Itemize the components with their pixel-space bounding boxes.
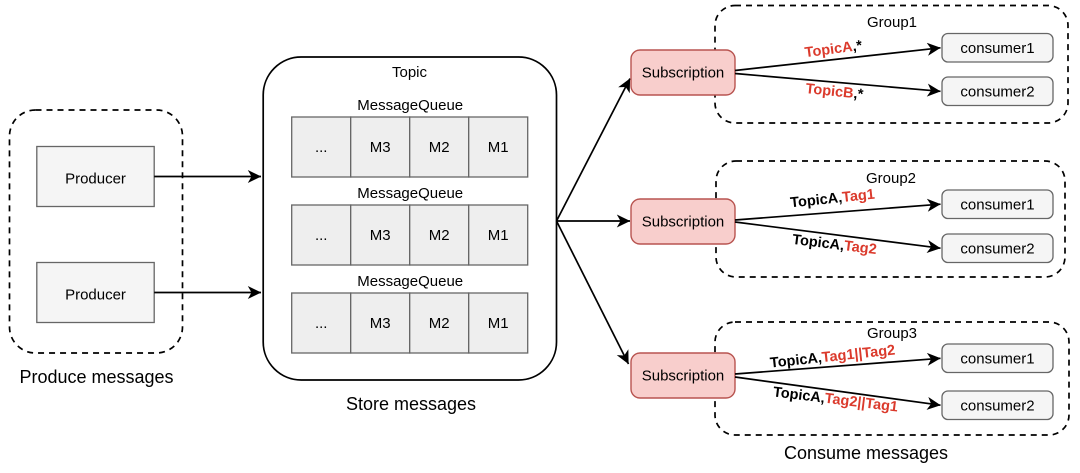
svg-text:TopicA,Tag1: TopicA,Tag1 bbox=[790, 187, 876, 212]
svg-text:...: ... bbox=[315, 139, 328, 156]
svg-text:M3: M3 bbox=[370, 227, 391, 244]
svg-text:M1: M1 bbox=[488, 139, 509, 156]
svg-text:M2: M2 bbox=[429, 227, 450, 244]
svg-text:consumer2: consumer2 bbox=[960, 241, 1034, 258]
svg-text:...: ... bbox=[315, 227, 328, 244]
svg-text:consumer1: consumer1 bbox=[960, 40, 1034, 57]
svg-text:MessageQueue: MessageQueue bbox=[357, 185, 463, 202]
svg-text:Produce messages: Produce messages bbox=[19, 367, 173, 387]
svg-text:Group1: Group1 bbox=[867, 14, 917, 31]
svg-text:TopicA,Tag2||Tag1: TopicA,Tag2||Tag1 bbox=[772, 384, 899, 415]
svg-text:Subscription: Subscription bbox=[642, 368, 725, 385]
svg-text:Producer: Producer bbox=[65, 171, 126, 188]
svg-text:consumer1: consumer1 bbox=[960, 351, 1034, 368]
svg-text:consumer1: consumer1 bbox=[960, 197, 1034, 214]
svg-text:Topic: Topic bbox=[392, 64, 428, 81]
svg-text:Producer: Producer bbox=[65, 287, 126, 304]
svg-text:MessageQueue: MessageQueue bbox=[357, 97, 463, 114]
svg-text:M1: M1 bbox=[488, 315, 509, 332]
svg-text:Group2: Group2 bbox=[866, 170, 916, 187]
svg-text:TopicA,*: TopicA,* bbox=[804, 38, 864, 61]
svg-text:Subscription: Subscription bbox=[642, 65, 725, 82]
svg-text:M2: M2 bbox=[429, 315, 450, 332]
svg-text:M1: M1 bbox=[488, 227, 509, 244]
svg-text:M2: M2 bbox=[429, 139, 450, 156]
svg-text:MessageQueue: MessageQueue bbox=[357, 273, 463, 290]
svg-text:Subscription: Subscription bbox=[642, 214, 725, 231]
svg-text:M3: M3 bbox=[370, 139, 391, 156]
svg-text:TopicB,*: TopicB,* bbox=[805, 81, 864, 103]
svg-text:consumer2: consumer2 bbox=[960, 84, 1034, 101]
svg-text:TopicA,Tag1||Tag2: TopicA,Tag1||Tag2 bbox=[769, 342, 896, 371]
svg-text:M3: M3 bbox=[370, 315, 391, 332]
svg-text:...: ... bbox=[315, 315, 328, 332]
svg-text:Store messages: Store messages bbox=[346, 394, 476, 414]
svg-text:Consume messages: Consume messages bbox=[784, 443, 948, 463]
svg-text:Group3: Group3 bbox=[867, 325, 917, 342]
svg-text:consumer2: consumer2 bbox=[960, 398, 1034, 415]
svg-text:TopicA,Tag2: TopicA,Tag2 bbox=[791, 232, 877, 258]
